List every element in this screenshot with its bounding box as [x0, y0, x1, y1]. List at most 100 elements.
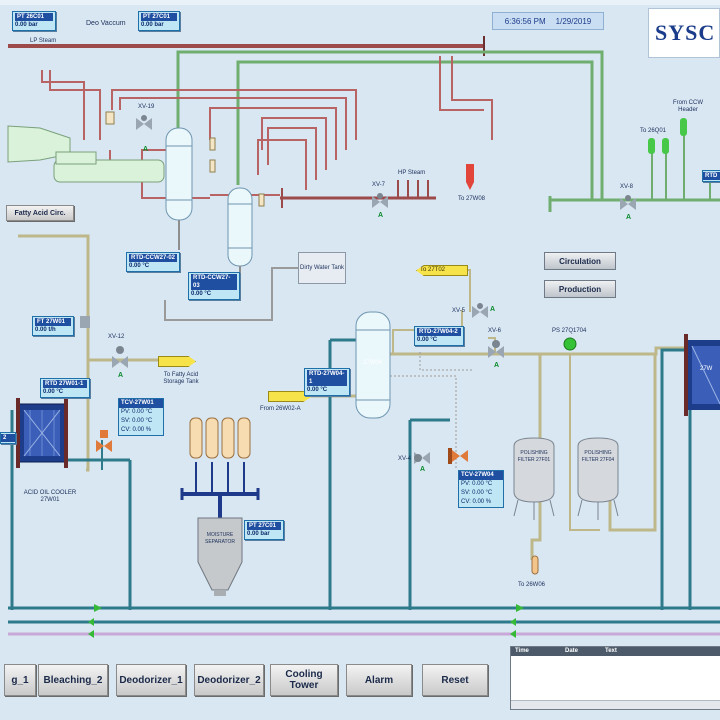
moisture-separator [180, 417, 260, 596]
tag-name: RTD 27W01-1 [43, 380, 87, 388]
production-button[interactable]: Production [544, 280, 616, 298]
tcv-27w04-box[interactable]: TCV-27W04 PV: 0.00 °C SV: 0.00 °C CV: 0.… [458, 470, 504, 508]
tag-name: PT 26C01 [15, 13, 53, 21]
nav-alarm-button[interactable]: Alarm [346, 664, 412, 696]
alarm-table-header: Time Date Text [511, 647, 720, 656]
valve-xv12-icon [112, 346, 128, 368]
alarm-table[interactable]: Time Date Text [510, 646, 720, 710]
ps-label: PS 27Q1704 [552, 328, 587, 334]
to-27w08-label: To 27W08 [458, 196, 486, 202]
xv8-label: XV-8 [620, 184, 634, 190]
rtd-27w01-1-box: RTD 27W01-1 0.00 °C [40, 378, 90, 398]
xv19-label: XV-19 [138, 104, 155, 110]
from-26w02-label: From 26W02-A [260, 406, 301, 412]
to-fatty-acid-storage-label: To Fatty Acid Storage Tank [163, 372, 199, 385]
fatty-acid-circ-button[interactable]: Fatty Acid Circ. [6, 205, 74, 221]
col-time: Time [515, 648, 529, 654]
nav-bleaching-2-button[interactable]: Bleaching_2 [38, 664, 108, 696]
exchanger-right-label: 27W [700, 366, 713, 372]
control-valve-tcv27w01-icon [96, 430, 112, 452]
nav-deodorizer-1-button[interactable]: Deodorizer_1 [116, 664, 186, 696]
pt-26c01-box: PT 26C01 0.00 bar [12, 11, 56, 31]
alarm-table-scrollbar[interactable] [511, 700, 720, 709]
polishing-filter-27f01 [513, 437, 555, 520]
sv-value: SV: 0.00 °C [461, 490, 493, 496]
deo-vaccum-label: Deo Vaccum [86, 20, 126, 27]
time-text: 6:36:56 PM [504, 16, 546, 26]
tag-value: 0.00 t/h [35, 327, 56, 333]
exchanger-27w04 [355, 311, 391, 419]
heat-exchanger-right [684, 334, 720, 416]
valve-xv4-icon [414, 452, 430, 464]
tag-value: 0.00 °C [43, 389, 64, 395]
col-text: Text [605, 648, 617, 654]
tag-name: PT 27C01 [247, 522, 281, 530]
acid-oil-cooler-label: ACID OIL COOLER 27W01 [23, 490, 77, 503]
tag-name: RTD [703, 172, 720, 180]
brand-logo: SYSC [648, 8, 720, 58]
pv-value: PV: 0.00 °C [461, 481, 493, 487]
tag-value: 0.00 °C [191, 291, 212, 297]
from-26w02-arrow [268, 391, 312, 402]
to-27t02-tag: To 27T02 [416, 265, 468, 276]
moisture-separator-label: MOISTURE SEPARATOR [204, 532, 235, 545]
valve-xv7-icon [372, 193, 388, 208]
tag-name: TCV-27W01 [119, 399, 163, 408]
tag-name: RTD-27W04-1 [307, 370, 347, 386]
tag-name: 2 [1, 434, 15, 442]
ft-27w01-box: FT 27W01 0.00 t/h [32, 316, 74, 336]
to-27w08-icon [466, 164, 474, 190]
polishing-filter-27f04 [577, 437, 619, 520]
col-date: Date [565, 648, 579, 654]
valve-xv6-icon [488, 340, 504, 358]
tag-name: PT 27C01 [141, 13, 177, 21]
rtd-27w04-1-box: RTD-27W04-1 0.00 °C [304, 368, 350, 396]
tag-name: TCV-27W04 [459, 471, 503, 480]
control-valve-tcv27w04-icon [448, 448, 468, 464]
hp-steam-label: HP Steam [398, 170, 426, 176]
pv-value: PV: 0.00 °C [121, 409, 153, 415]
valve-xv13-icon [80, 316, 90, 328]
from-ccw-header-label: From CCW Header [673, 100, 703, 113]
tag-value: 0.00 bar [247, 531, 270, 537]
rtd-ccw27-02-box: RTD-CCW27-02 0.00 °C [126, 252, 180, 272]
circulation-button[interactable]: Circulation [544, 252, 616, 270]
date-text: 1/29/2019 [555, 16, 592, 26]
sv-value: SV: 0.00 °C [121, 418, 153, 424]
lp-steam-label: LP Steam [30, 38, 57, 44]
tag-name: RTD-CCW27-02 [129, 254, 177, 262]
to-fatty-acid-arrow [158, 356, 196, 367]
rtd-ccw27-03-box: RTD-CCW27-03 0.00 °C [188, 272, 240, 300]
nav-deodorizer-2-button[interactable]: Deodorizer_2 [194, 664, 264, 696]
cv-value: CV: 0.00 % [121, 427, 152, 433]
xv12-label: XV-12 [108, 334, 125, 340]
cv-value: CV: 0.00 % [461, 499, 492, 505]
tag-value: 0.00 bar [141, 22, 164, 28]
valve-xv8-icon [620, 195, 636, 210]
xv6-status: A [494, 362, 500, 369]
to-26q01-label: To 26Q01 [640, 128, 667, 134]
xv6-label: XV-6 [488, 328, 502, 334]
clipped-tag-left: 2 [0, 432, 16, 444]
rtd-27w04-2-box: RTD-27W04-2 0.00 °C [414, 326, 464, 346]
tag-value: 0.00 bar [15, 22, 38, 28]
tag-name: FT 27W01 [35, 318, 71, 326]
xv12-status: A [118, 372, 124, 379]
xv4-label: XV-4 [398, 456, 412, 462]
xv5-label: XV-5 [452, 308, 466, 314]
tag-name: RTD-CCW27-03 [191, 274, 237, 290]
tcv-27w01-box[interactable]: TCV-27W01 PV: 0.00 °C SV: 0.00 °C CV: 0.… [118, 398, 164, 436]
nav-bleaching-1-button[interactable]: g_1 [4, 664, 36, 696]
acid-oil-cooler [16, 398, 68, 468]
filter-27f01-label: POLISHING FILTER 27F01 [517, 450, 551, 463]
to-26w06-label: To 26W06 [518, 582, 546, 588]
pt-27c01-box: PT 27C01 0.00 bar [138, 11, 180, 31]
valve-xv5-icon [472, 303, 488, 318]
pressure-switch-icon [563, 337, 577, 351]
valve-xv19-icon [136, 115, 152, 130]
nav-cooling-tower-button[interactable]: Cooling Tower [270, 664, 338, 696]
nav-reset-button[interactable]: Reset [422, 664, 488, 696]
dirty-water-tank: Dirty Water Tank [298, 252, 346, 284]
xv5-status: A [490, 306, 496, 313]
